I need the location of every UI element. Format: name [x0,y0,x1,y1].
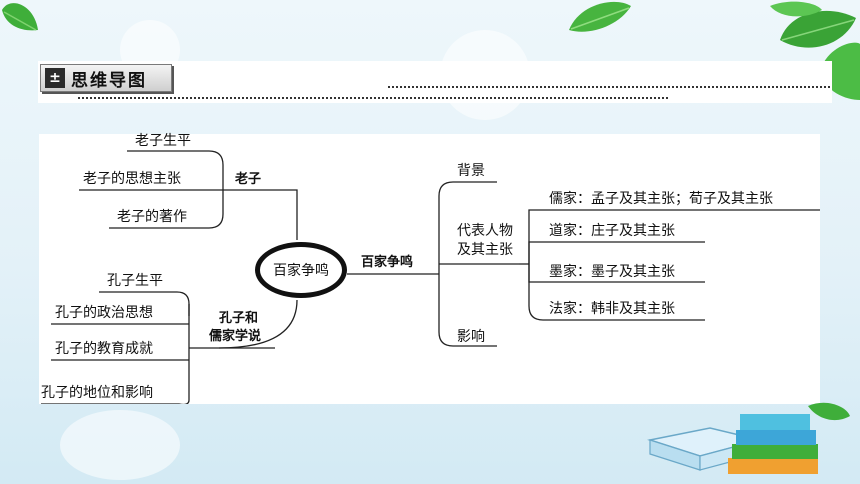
leaf-top-center-icon [569,1,631,32]
laozi-item-3: 老子的著作 [117,209,187,225]
representatives-node-line2: 及其主张 [457,242,513,258]
representatives-node-line1: 代表人物 [457,223,513,239]
laozi-node: 老子 [235,172,262,187]
school-daojia: 道家：庄子及其主张 [549,223,675,239]
school-fajia: 法家：韩非及其主张 [549,301,675,317]
section-title-tag: ± 思维导图 [40,64,172,92]
background-bubble [60,410,180,480]
leaf-top-right-icon [770,1,860,100]
kongzi-item-4: 孔子的地位和影响 [41,385,153,401]
kongzi-item-2: 孔子的政治思想 [55,305,153,321]
school-rujia: 儒家：孟子及其主张；荀子及其主张 [549,191,773,207]
influence-node: 影响 [457,329,485,345]
books-illustration-icon [647,402,850,474]
mindmap-connectors [41,150,820,404]
section-title-icon: ± [45,68,65,88]
dotted-rule-bottom [78,97,668,99]
kongzi-node-line1: 孔子和 [219,311,259,326]
center-node-label: 百家争鸣 [273,263,329,279]
background-node: 背景 [457,163,485,179]
mindmap-panel: 老子生平 老子的思想主张 老子的著作 老子 孔子生平 孔子的政治思想 孔子的教育… [39,133,820,404]
laozi-item-1: 老子生平 [135,133,191,149]
dotted-rule-top [388,86,830,88]
school-mojia: 墨家：墨子及其主张 [549,264,675,280]
center-node: 百家争鸣 [255,242,347,298]
laozi-item-2: 老子的思想主张 [83,171,181,187]
leaf-top-left-icon [2,3,38,31]
kongzi-item-3: 孔子的教育成就 [55,341,153,357]
kongzi-item-1: 孔子生平 [107,273,163,289]
right-hub-label: 百家争鸣 [361,255,414,270]
kongzi-node-line2: 儒家学说 [209,329,262,344]
section-title: 思维导图 [71,70,147,91]
